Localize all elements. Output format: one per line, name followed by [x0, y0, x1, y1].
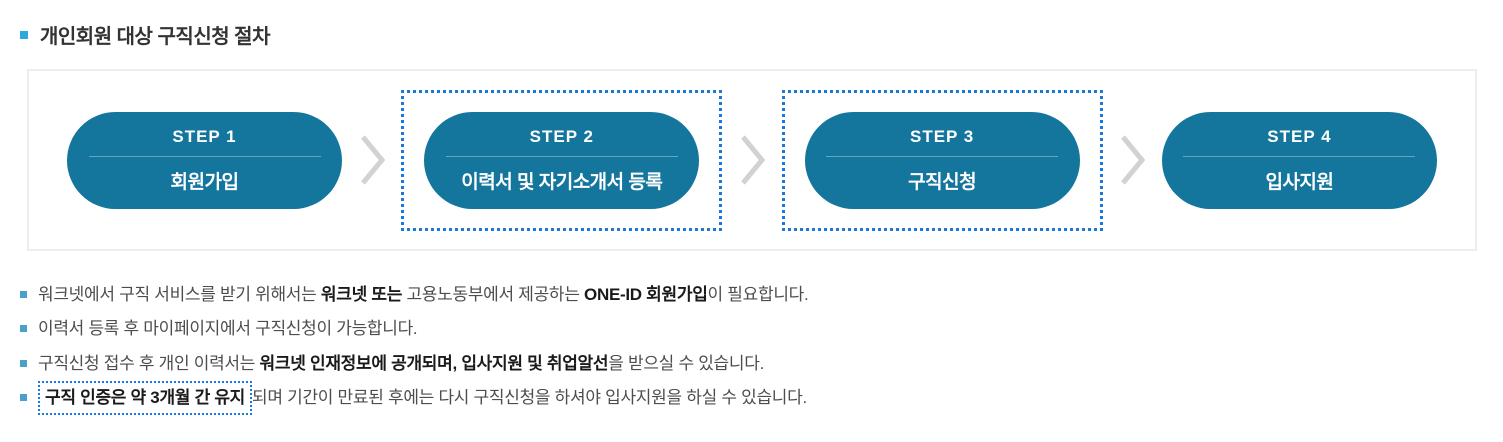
step-1-label: STEP 1: [172, 126, 237, 146]
step-4-name: 입사지원: [1265, 171, 1334, 193]
step-2-divider: [445, 155, 678, 157]
step-2-label: STEP 2: [529, 126, 594, 146]
step-4-pill: STEP 4 입사지원: [1161, 111, 1437, 209]
step-1-divider: [88, 155, 321, 157]
step-2-pill: STEP 2 이력서 및 자기소개서 등록: [424, 111, 700, 209]
chevron-right-icon: [357, 132, 387, 188]
square-bullet-icon: [20, 359, 27, 367]
step-1: STEP 1 회원가입: [67, 111, 342, 209]
square-bullet-icon: [20, 291, 27, 298]
step-3-name: 구직신청: [908, 171, 977, 193]
note-1-seg-4: ONE-ID 회원가입: [584, 285, 708, 304]
note-1-seg-2: 워크넷 또는: [320, 285, 403, 304]
note-4-seg-2: 되며 기간이 만료된 후에는 다시 구직신청을 하셔야 입사지원을 하실 수 있…: [252, 387, 807, 407]
step-4-label: STEP 4: [1267, 126, 1332, 146]
note-3-seg-3: 을 받으실 수 있습니다.: [608, 353, 764, 373]
note-1-seg-1: 워크넷에서 구직 서비스를 받기 위해서는: [38, 285, 321, 304]
page-title: 개인회원 대상 구직신청 절차: [40, 26, 270, 48]
step-2-name: 이력서 및 자기소개서 등록: [461, 171, 663, 193]
step-1-name: 회원가입: [170, 171, 239, 193]
note-item-3: 구직신청 접수 후 개인 이력서는 워크넷 인재정보에 공개되며, 입사지원 및…: [20, 353, 1503, 374]
square-bullet-icon: [20, 325, 27, 333]
notes-list: 워크넷에서 구직 서비스를 받기 위해서는 워크넷 또는 고용노동부에서 제공하…: [20, 284, 1503, 415]
process-flow-panel: STEP 1 회원가입 STEP 2 이력서 및 자기소개서 등록 STEP 3…: [27, 69, 1477, 251]
note-2-seg-1: 이력서 등록 후 마이페이지에서 구직신청이 가능합니다.: [38, 319, 418, 339]
chevron-right-icon: [1117, 132, 1147, 188]
note-item-1: 워크넷에서 구직 서비스를 받기 위해서는 워크넷 또는 고용노동부에서 제공하…: [20, 284, 1503, 305]
step-3-pill: STEP 3 구직신청: [804, 111, 1080, 209]
square-bullet-icon: [20, 393, 27, 401]
note-item-2: 이력서 등록 후 마이페이지에서 구직신청이 가능합니다.: [20, 318, 1503, 339]
step-4: STEP 4 입사지원: [1161, 111, 1437, 209]
step-3-label: STEP 3: [909, 126, 975, 146]
note-1-seg-5: 이 필요합니다.: [707, 285, 809, 304]
chevron-right-icon: [737, 132, 767, 188]
step-4-divider: [1183, 155, 1416, 157]
note-1-seg-3: 고용노동부에서 제공하는: [402, 285, 585, 304]
section-title-row: 개인회원 대상 구직신청 절차: [0, 0, 1503, 49]
step-3: STEP 3 구직신청: [781, 89, 1103, 231]
step-2: STEP 2 이력서 및 자기소개서 등록: [401, 89, 723, 231]
note-4-seg-1-highlight-box: 구직 인증은 약 3개월 간 유지: [38, 380, 253, 415]
step-3-divider: [826, 155, 1059, 157]
note-3-seg-1: 구직신청 접수 후 개인 이력서는: [38, 353, 260, 373]
step-1-pill: STEP 1 회원가입: [67, 111, 342, 209]
square-bullet-icon: [20, 30, 28, 39]
note-3-seg-2: 워크넷 인재정보에 공개되며, 입사지원 및 취업알선: [259, 353, 609, 373]
